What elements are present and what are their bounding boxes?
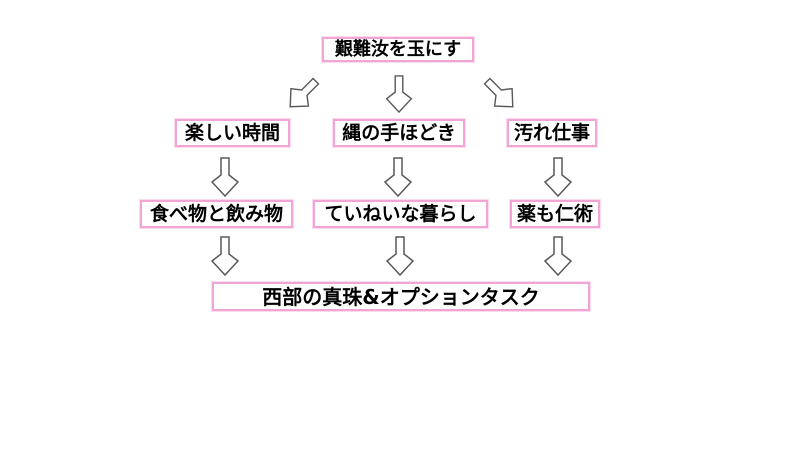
arrow-down-icon [385, 236, 415, 277]
arrow-down-right-icon [483, 77, 514, 108]
node-branch-1-bottom: 食べ物と飲み物 [140, 200, 293, 228]
node-branch-2-top: 縄の手ほどき [333, 119, 465, 147]
arrow-down-icon [383, 157, 413, 197]
node-root: 艱難汝を玉にす [322, 37, 474, 62]
node-result: 西部の真珠&オプションタスク [212, 282, 590, 311]
arrow-down-icon [210, 157, 240, 197]
arrow-down-icon [543, 157, 573, 197]
arrow-down-icon [210, 236, 240, 277]
node-branch-3-bottom: 薬も仁術 [510, 200, 600, 228]
arrow-down-left-icon [289, 77, 320, 108]
node-branch-3-top: 汚れ仕事 [507, 119, 597, 147]
arrow-down-icon [385, 75, 413, 113]
node-branch-1-top: 楽しい時間 [175, 119, 290, 147]
node-branch-2-bottom: ていねいな暮らし [313, 200, 488, 228]
arrow-down-icon [543, 236, 573, 277]
